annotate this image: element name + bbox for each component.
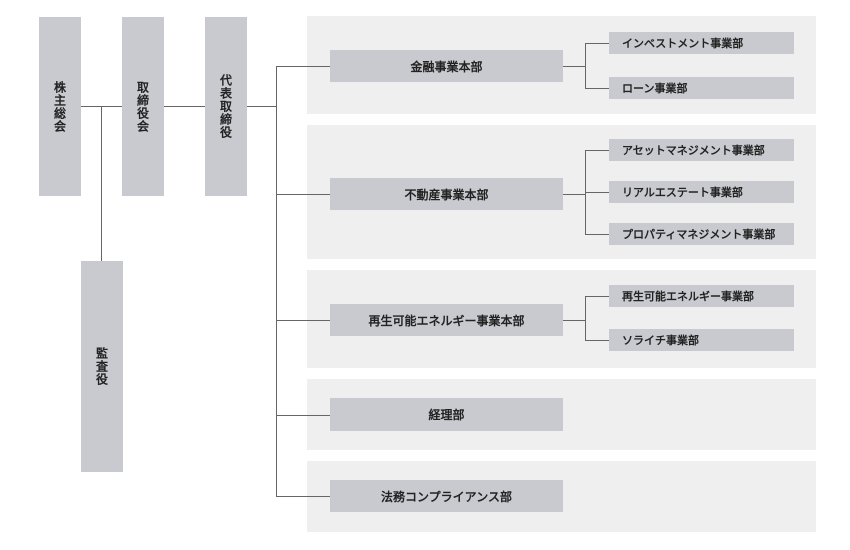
connector-ceo-trunk (247, 106, 276, 107)
division-legal: 法務コンプライアンス部 (330, 480, 563, 512)
division-finance: 金融事業本部 (330, 50, 563, 82)
connector-main-trunk (276, 66, 277, 497)
dept-asset-management: アセットマネジメント事業部 (609, 139, 794, 161)
division-renewable-energy: 再生可能エネルギー事業本部 (330, 304, 563, 336)
shareholders-meeting-label: 株主総会 (52, 80, 67, 133)
dept-loan: ローン事業部 (609, 77, 794, 99)
auditor-box: 監査役 (81, 261, 123, 472)
dept-real-estate-label: リアルエステート事業部 (622, 186, 743, 199)
board-of-directors-box: 取締役会 (122, 17, 164, 196)
dept-property-management: プロパティマネジメント事業部 (609, 223, 794, 245)
connector-finance-vertical (585, 43, 586, 88)
connector-to-renewable (276, 320, 330, 321)
shareholders-meeting-box: 株主総会 (39, 17, 81, 196)
connector-finance-out (563, 66, 585, 67)
dept-property-management-label: プロパティマネジメント事業部 (622, 228, 776, 241)
connector-renewable-out (563, 320, 585, 321)
dept-renewable-energy: 再生可能エネルギー事業部 (609, 285, 794, 307)
connector-renewable-vertical (585, 296, 586, 340)
division-real-estate-label: 不動産事業本部 (404, 187, 489, 202)
auditor-label: 監査役 (94, 347, 109, 386)
connector-real-estate-dept-1 (585, 150, 609, 151)
representative-director-box: 代表取締役 (205, 17, 247, 196)
connector-to-finance (276, 66, 330, 67)
dept-soraichi: ソライチ事業部 (609, 329, 794, 351)
dept-investment-label: インベストメント事業部 (622, 37, 744, 50)
connector-to-real-estate (276, 194, 330, 195)
connector-finance-dept-1 (585, 43, 609, 44)
dept-renewable-energy-label: 再生可能エネルギー事業部 (622, 290, 754, 303)
division-finance-label: 金融事業本部 (410, 59, 483, 74)
connector-real-estate-out (563, 194, 585, 195)
connector-to-legal (276, 496, 330, 497)
division-renewable-energy-label: 再生可能エネルギー事業本部 (368, 313, 525, 328)
connector-finance-dept-2 (585, 88, 609, 89)
connector-real-estate-dept-2 (585, 192, 609, 193)
connector-renewable-dept-1 (585, 296, 609, 297)
dept-loan-label: ローン事業部 (622, 82, 688, 95)
division-accounting: 経理部 (330, 398, 563, 431)
division-accounting-label: 経理部 (428, 408, 465, 422)
dept-investment: インベストメント事業部 (609, 32, 794, 54)
dept-soraichi-label: ソライチ事業部 (622, 334, 699, 347)
board-of-directors-label: 取締役会 (135, 80, 150, 133)
connector-renewable-dept-2 (585, 340, 609, 341)
dept-asset-management-label: アセットマネジメント事業部 (622, 144, 765, 157)
connector-auditor (101, 106, 102, 261)
connector-to-accounting (276, 415, 330, 416)
connector-board-ceo (164, 106, 205, 107)
division-legal-label: 法務コンプライアンス部 (381, 489, 512, 504)
representative-director-label: 代表取締役 (218, 74, 233, 139)
dept-real-estate: リアルエステート事業部 (609, 181, 794, 203)
division-real-estate: 不動産事業本部 (330, 178, 563, 210)
connector-real-estate-dept-3 (585, 234, 609, 235)
